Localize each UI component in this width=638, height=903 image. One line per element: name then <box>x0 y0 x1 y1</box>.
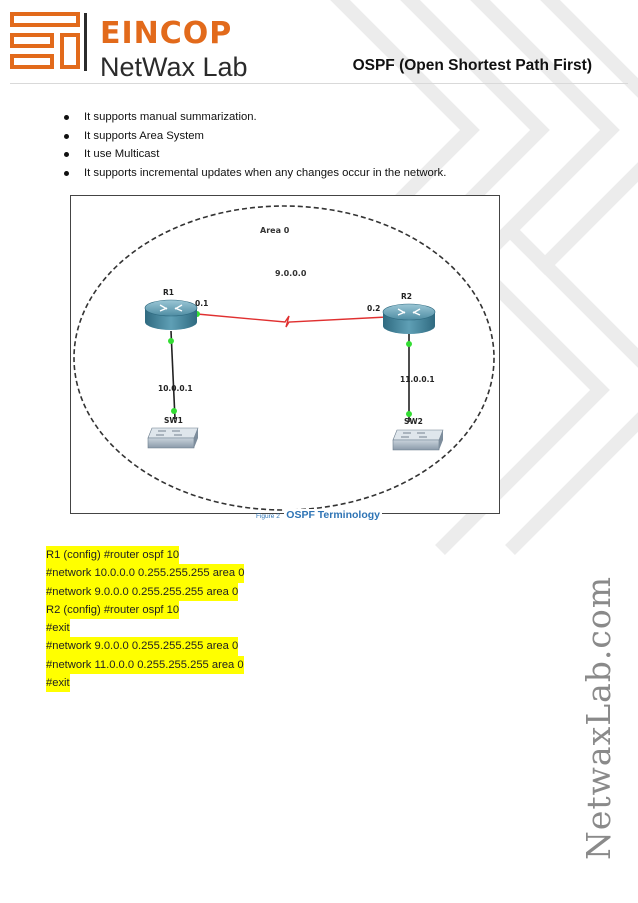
switch-sw2-label: SW2 <box>404 417 423 426</box>
r1-sw1-link <box>170 330 176 420</box>
command-line: #network 10.0.0.0 0.255.255.255 area 0 <box>46 564 245 583</box>
r2-interface-label: 0.2 <box>367 304 380 313</box>
bullet-item: It use Multicast <box>64 145 446 164</box>
area-label: Area 0 <box>260 226 290 235</box>
link-dot <box>406 411 412 417</box>
command-line: #network 11.0.0.0 0.255.255.255 area 0 <box>46 655 244 675</box>
command-line: R2 (config) #router ospf 10 <box>46 600 180 620</box>
side-watermark: NetwaxLab.com <box>579 575 618 860</box>
feature-bullet-list: It supports manual summarization. It sup… <box>64 108 446 182</box>
switch-sw1-label: SW1 <box>164 416 183 425</box>
command-line: #network 9.0.0.0 0.255.255.255 area 0 <box>46 637 239 656</box>
figure-caption: Figure 2 OSPF Terminology <box>0 505 638 523</box>
router-r1-icon <box>144 299 198 330</box>
router-r2-label: R2 <box>401 292 412 301</box>
router-r2-icon <box>382 303 436 334</box>
command-line: R1 (config) #router ospf 10 <box>46 546 180 565</box>
network-label: 9.0.0.0 <box>275 269 307 278</box>
command-line: #exit <box>46 674 70 693</box>
serial-link <box>196 313 388 328</box>
topology-diagram: Area 0 9.0.0.0 R1 0.1 <box>73 205 495 511</box>
ospf-topology-figure: Area 0 9.0.0.0 R1 0.1 <box>70 195 500 514</box>
logo-mark-icon <box>10 12 87 71</box>
r1-interface-label: 0.1 <box>195 299 208 308</box>
command-line: #exit <box>46 619 70 638</box>
brand-name-bottom: NetWax Lab <box>100 52 248 82</box>
brand-name-top: EINCOP <box>100 16 233 51</box>
bullet-item: It supports incremental updates when any… <box>64 164 446 183</box>
router-r1-label: R1 <box>163 288 174 297</box>
document-title: OSPF (Open Shortest Path First) <box>352 57 592 74</box>
switch-sw2-icon <box>392 429 444 451</box>
link-dot <box>171 408 177 414</box>
link-dot <box>168 338 174 344</box>
r2-lan-ip-label: 11.0.0.1 <box>400 375 435 384</box>
header-divider <box>10 83 628 84</box>
caption-text: OSPF Terminology <box>284 509 383 521</box>
link-dot <box>406 341 412 347</box>
area-boundary <box>73 205 495 511</box>
switch-sw1-icon <box>147 427 199 449</box>
caption-number: Figure 2 <box>255 513 280 520</box>
config-commands: R1 (config) #router ospf 10 #network 10.… <box>46 546 245 693</box>
command-line: #network 9.0.0.0 0.255.255.255 area 0 <box>46 582 239 601</box>
bullet-item: It supports manual summarization. <box>64 108 446 127</box>
eincop-logo: EINCOP NetWax Lab <box>8 8 278 82</box>
bullet-item: It supports Area System <box>64 127 446 146</box>
r1-lan-ip-label: 10.0.0.1 <box>158 384 193 393</box>
